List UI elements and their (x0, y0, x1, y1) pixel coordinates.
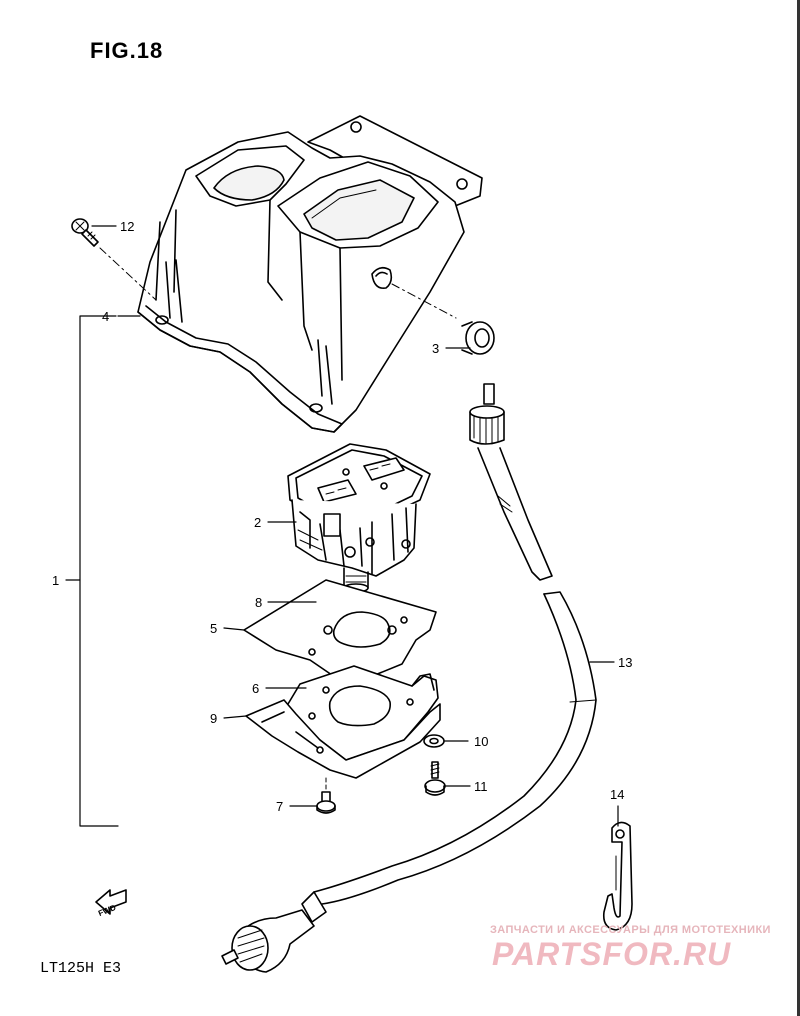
fwd-direction-arrow (95, 889, 127, 915)
callout-4: 4 (102, 309, 110, 324)
base-plate-part-9 (245, 699, 441, 779)
callout-1: 1 (52, 573, 60, 588)
watermark-tagline: ЗАПЧАСТИ И АКСЕССУАРЫ ДЛЯ МОТОТЕХНИКИ (490, 924, 771, 936)
callout-2: 2 (254, 515, 262, 530)
meter-case-part-4 (137, 115, 483, 433)
callout-7: 7 (276, 799, 284, 814)
callout-14: 14 (610, 787, 625, 802)
leader-lines (65, 225, 619, 827)
speedometer-cable-part-13 (221, 383, 597, 973)
callout-3: 3 (432, 341, 440, 356)
figure-title: FIG.18 (90, 38, 164, 63)
speedometer-assembly-part-2 (287, 443, 431, 593)
callout-12: 12 (120, 219, 135, 234)
screw-part-7 (316, 777, 336, 814)
right-border (797, 0, 800, 1016)
grommet-part-3 (391, 283, 495, 355)
bolt-part-11 (424, 761, 446, 796)
callout-5: 5 (210, 621, 218, 636)
callout-13: 13 (618, 655, 633, 670)
callout-6: 6 (252, 681, 260, 696)
callout-10: 10 (474, 734, 489, 749)
callout-11: 11 (474, 779, 488, 794)
cable-clamp-part-14 (602, 821, 633, 931)
screw-part-12 (71, 218, 157, 301)
callout-8: 8 (255, 595, 263, 610)
washer-part-10 (423, 734, 445, 748)
watermark-logo-text: PARTSFOR.RU (492, 936, 732, 972)
model-code: LT125H E3 (40, 960, 122, 977)
callout-9: 9 (210, 711, 218, 726)
gasket-part-5 (243, 579, 437, 687)
